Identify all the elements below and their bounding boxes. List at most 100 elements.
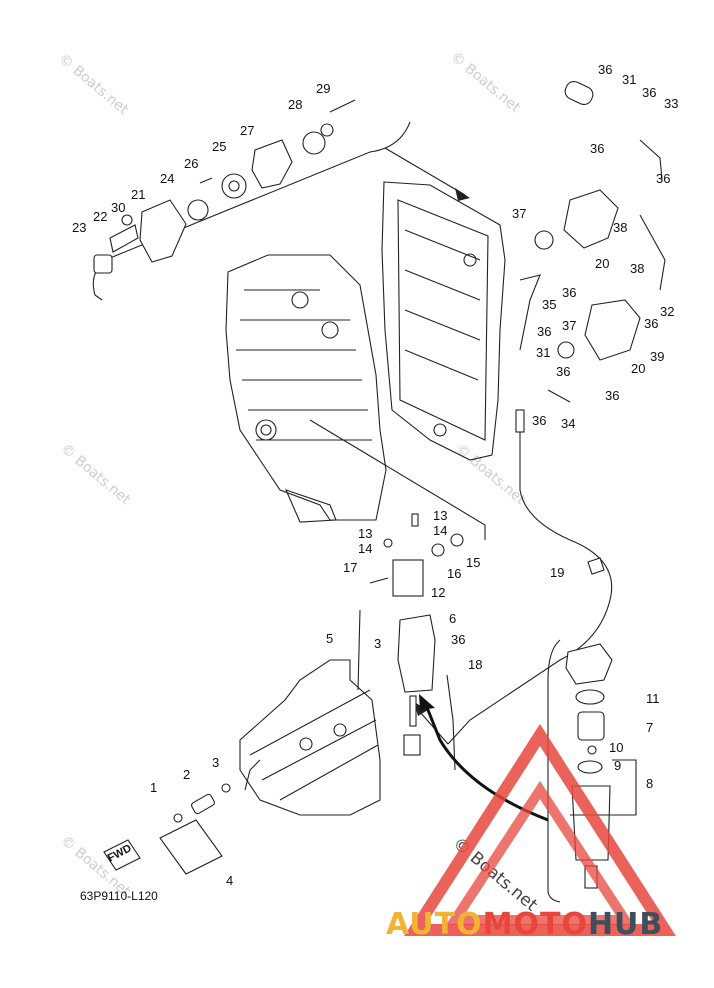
automotohub-logo: AUTOMOTOHUB bbox=[386, 723, 676, 942]
callout-36-a: 36 bbox=[598, 62, 612, 77]
callout-37-upper: 37 bbox=[512, 206, 526, 221]
callout-36-e: 36 bbox=[562, 285, 576, 300]
callout-24: 24 bbox=[160, 171, 174, 186]
part-6-filter-body bbox=[397, 614, 436, 693]
part-2-joint bbox=[191, 793, 215, 815]
callout-10: 10 bbox=[609, 740, 623, 755]
part-23-cap bbox=[93, 254, 113, 274]
hose-top bbox=[564, 81, 594, 105]
part-3-clip-lower bbox=[221, 783, 231, 793]
part-11-oring bbox=[575, 689, 605, 705]
callout-36-i: 36 bbox=[605, 388, 619, 403]
filter-kit-parts bbox=[565, 643, 613, 889]
logo-hub: HUB bbox=[588, 907, 663, 942]
callout-numbers: 1 2 3 3 4 5 6 7 8 9 10 11 12 13 13 14 14… bbox=[72, 62, 678, 888]
callout-36-f: 36 bbox=[644, 316, 658, 331]
part-fitting bbox=[515, 409, 525, 433]
part-24-gasket bbox=[187, 199, 209, 221]
part-27-cover bbox=[251, 139, 293, 189]
logo-moto: MOTO bbox=[483, 907, 588, 942]
callout-3-lower: 3 bbox=[212, 755, 219, 770]
part-29-screw bbox=[329, 99, 356, 113]
callout-38-lower: 38 bbox=[630, 261, 644, 276]
callout-20-upper: 20 bbox=[595, 256, 609, 271]
part-12-bracket bbox=[392, 559, 424, 597]
diagram-code: 63P9110-L120 bbox=[80, 889, 158, 903]
callout-4: 4 bbox=[226, 873, 233, 888]
watermark-3: © Boats.net bbox=[57, 441, 133, 508]
callout-23: 23 bbox=[72, 220, 86, 235]
callout-31-lower: 31 bbox=[536, 345, 550, 360]
watermark-2: © Boats.net bbox=[447, 49, 523, 116]
callout-12: 12 bbox=[431, 585, 445, 600]
fuel-line-long bbox=[447, 432, 613, 745]
callout-36-b: 36 bbox=[642, 85, 656, 100]
bracket-arrowhead bbox=[455, 188, 470, 201]
callout-36-k: 36 bbox=[451, 632, 465, 647]
part-28-gasket bbox=[302, 131, 326, 155]
callout-20-lower: 20 bbox=[631, 361, 645, 376]
part-37-oring-upper bbox=[534, 230, 554, 250]
part-4-cover bbox=[159, 819, 223, 875]
part-21-pump-body bbox=[139, 199, 187, 263]
part-1-screw bbox=[173, 813, 183, 823]
callout-28: 28 bbox=[288, 97, 302, 112]
callout-36-h: 36 bbox=[556, 364, 570, 379]
callout-35: 35 bbox=[542, 297, 556, 312]
part-15-collar bbox=[450, 533, 464, 547]
part-32-hose bbox=[639, 214, 666, 291]
callout-18: 18 bbox=[468, 657, 482, 672]
bracket-8-leader bbox=[612, 759, 637, 808]
part-20-pump-lower bbox=[584, 299, 641, 361]
callout-27: 27 bbox=[240, 123, 254, 138]
callout-2: 2 bbox=[183, 767, 190, 782]
kit-arrow-head bbox=[419, 694, 435, 710]
callout-21: 21 bbox=[131, 187, 145, 202]
callout-5: 5 bbox=[326, 631, 333, 646]
callout-34: 34 bbox=[561, 416, 575, 431]
leader-12 bbox=[309, 419, 486, 540]
part-26-pin bbox=[199, 177, 213, 184]
callout-19: 19 bbox=[550, 565, 564, 580]
callout-15: 15 bbox=[466, 555, 480, 570]
callout-36-c: 36 bbox=[590, 141, 604, 156]
callout-14-right: 14 bbox=[433, 523, 447, 538]
callout-31-upper: 31 bbox=[622, 72, 636, 87]
callout-9: 9 bbox=[614, 758, 621, 773]
callout-36-g: 36 bbox=[537, 324, 551, 339]
pump-parts-upper-left bbox=[93, 99, 356, 274]
part-17-bolt bbox=[369, 577, 389, 584]
filter-connector bbox=[403, 734, 421, 756]
pump-group-bracket bbox=[92, 121, 411, 301]
watermark-group: © Boats.net © Boats.net © Boats.net © Bo… bbox=[55, 49, 541, 916]
part-35-hose bbox=[519, 274, 541, 351]
callout-38-upper: 38 bbox=[613, 220, 627, 235]
callout-36-d: 36 bbox=[656, 171, 670, 186]
part-18-hose bbox=[446, 674, 456, 771]
part-filter-cap bbox=[565, 643, 613, 685]
bracket-leader bbox=[384, 147, 466, 196]
lower-housing bbox=[239, 659, 381, 816]
callout-17: 17 bbox=[343, 560, 357, 575]
fwd-arrow-box bbox=[103, 839, 141, 871]
cylinder-head bbox=[381, 181, 506, 461]
logo-text: AUTOMOTOHUB bbox=[386, 907, 663, 942]
part-10-spring bbox=[587, 745, 597, 755]
part-22-spring bbox=[109, 224, 139, 253]
pump-parts-upper-right bbox=[515, 81, 666, 433]
part-14-washer bbox=[383, 538, 393, 548]
callout-13-left: 13 bbox=[358, 526, 372, 541]
filter-kit-bracket bbox=[547, 639, 561, 903]
callout-22: 22 bbox=[93, 209, 107, 224]
callout-7: 7 bbox=[646, 720, 653, 735]
engine-block bbox=[225, 254, 387, 523]
part-16-grommet bbox=[431, 543, 445, 557]
callout-29: 29 bbox=[316, 81, 330, 96]
callout-25: 25 bbox=[212, 139, 226, 154]
watermark-1: © Boats.net bbox=[55, 51, 131, 118]
fuel-filter-assembly bbox=[357, 513, 605, 771]
logo-triangle-inner bbox=[445, 780, 635, 925]
callout-6: 6 bbox=[449, 611, 456, 626]
